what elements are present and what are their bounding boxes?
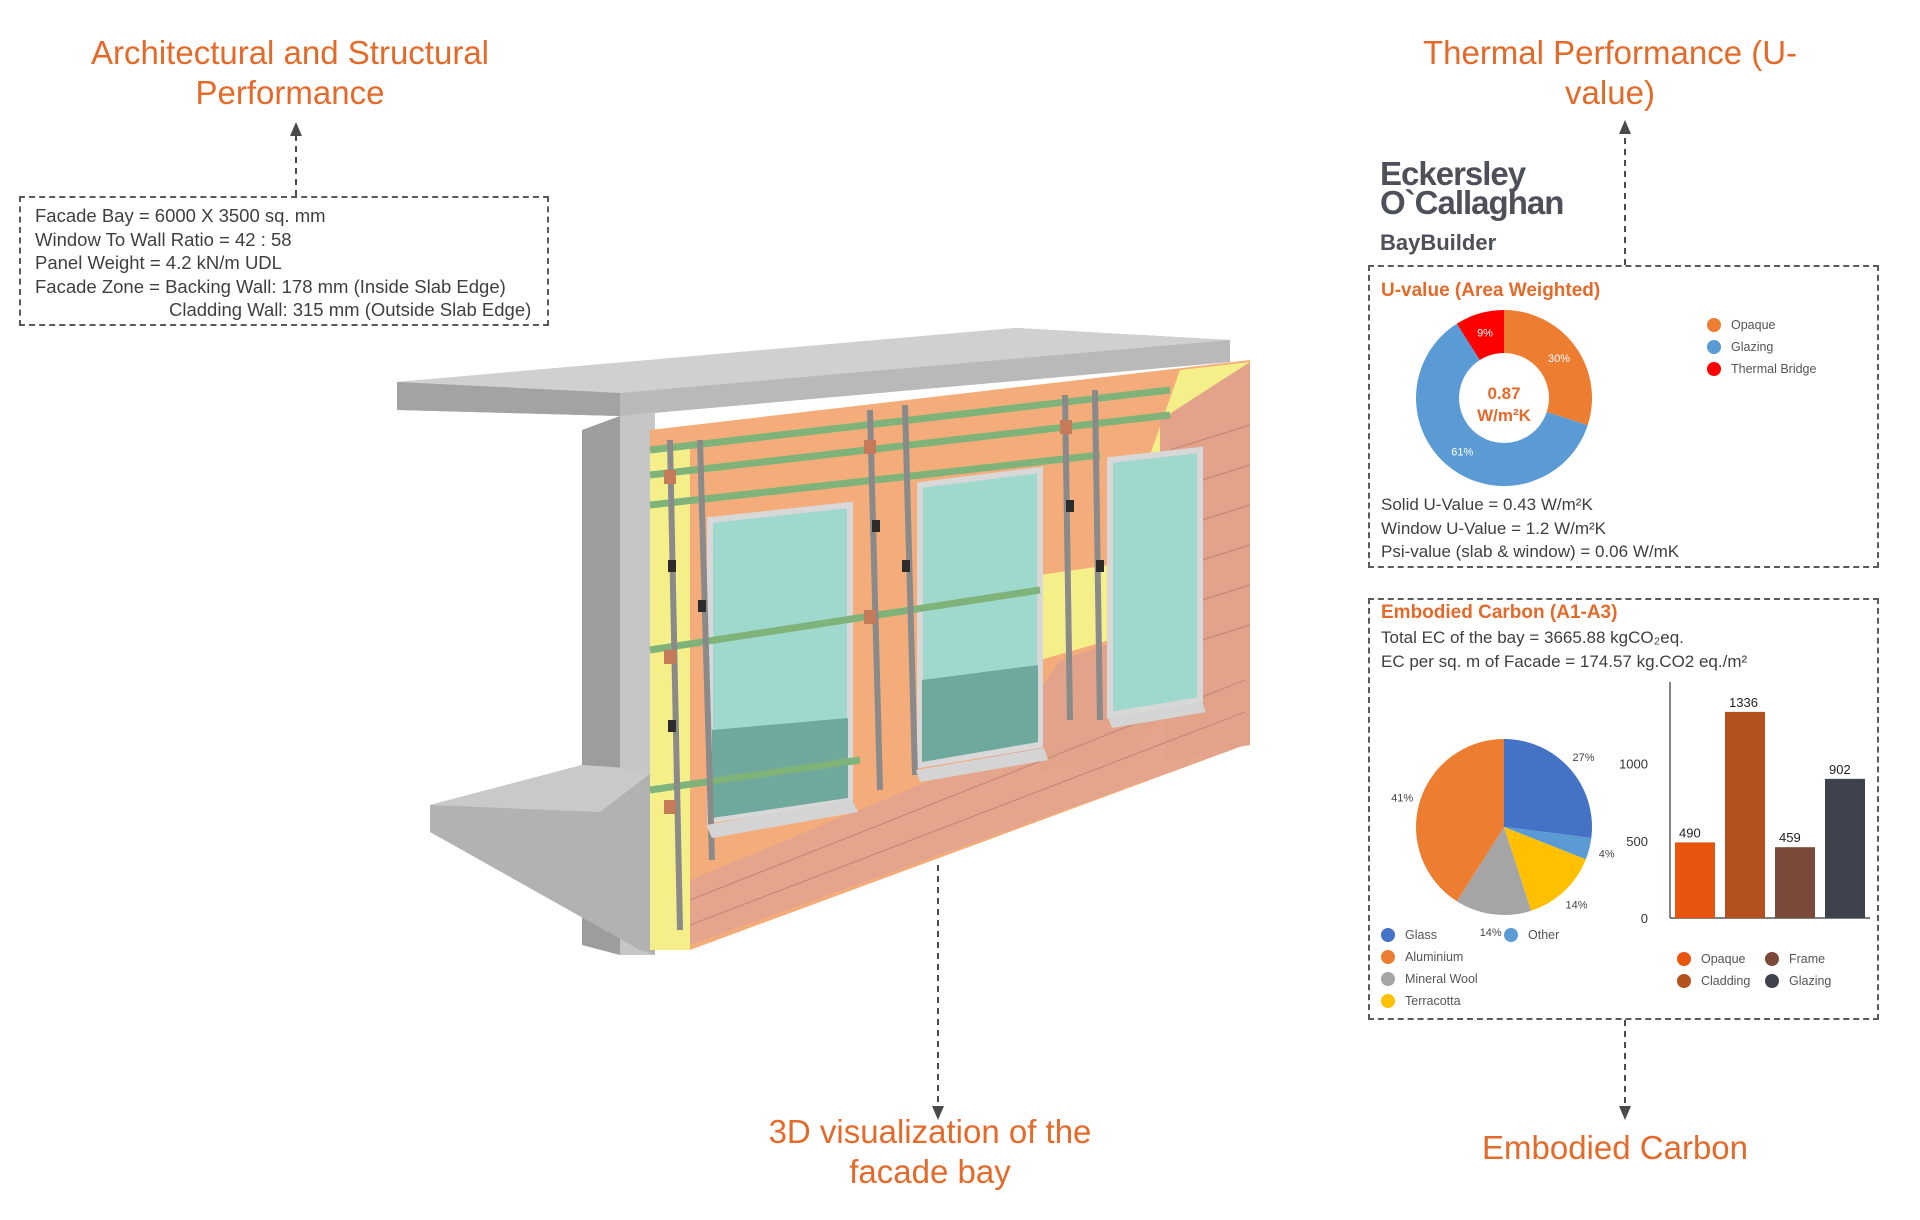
donut-slice-glazing — [1416, 323, 1588, 486]
psi-value-line: Psi-value (slab & window) = 0.06 W/mK — [1381, 542, 1680, 561]
donut-slice-thermal-bridge — [1456, 310, 1504, 361]
bar-frame — [1775, 847, 1815, 918]
down-arrow-embodied — [1619, 1106, 1631, 1120]
pie-slice-glass — [1504, 739, 1592, 839]
ec-per-sqm-line: EC per sq. m of Facade = 174.57 kg.CO2 e… — [1381, 652, 1748, 671]
legend-aluminium: Aluminium — [1381, 950, 1463, 964]
bar-cladding — [1725, 711, 1765, 918]
legend-dot-other — [1504, 928, 1518, 942]
bar-ytick-label: 0 — [1641, 911, 1648, 926]
visualization-heading: 3D visualization of the facade bay — [768, 1113, 1092, 1190]
legend-dot-glass — [1381, 928, 1395, 942]
pie-slice-mineral-wool — [1456, 827, 1532, 915]
donut-label-glazing: 61% — [1451, 447, 1473, 459]
legend-dot-bar-glazing — [1765, 974, 1779, 988]
legend-dot-terracotta — [1381, 994, 1395, 1008]
total-ec-line: Total EC of the bay = 3665.88 kgCO₂eq. — [1381, 628, 1684, 647]
uvalue-box: U-value (Area Weighted) 30% 61% 9% 0.87 W/… — [1368, 265, 1879, 568]
bar-glazing — [1825, 778, 1865, 918]
eckersley-logo: Eckersley O`Callaghan BayBuilder — [1380, 155, 1600, 256]
donut-label-opaque: 30% — [1548, 353, 1570, 365]
ec-bar-chart: 0 500 1000 490 1336 459 902 — [1619, 682, 1870, 926]
legend-other: Other — [1504, 928, 1559, 942]
legend-dot-aluminium — [1381, 950, 1395, 964]
legend-dot-thermal-bridge — [1707, 362, 1721, 376]
material-pie-chart: 27% 4% 14% 14% 41% — [1391, 739, 1615, 939]
embodied-heading: Embodied Carbon — [1482, 1129, 1748, 1166]
legend-dot-opaque — [1707, 318, 1721, 332]
legend-bar-cladding: Cladding — [1677, 974, 1750, 988]
pie-label-other: 4% — [1599, 848, 1615, 860]
bar-value-label-frame: 459 — [1779, 830, 1801, 845]
pie-slice-aluminium — [1416, 739, 1504, 902]
window-uvalue-line: Window U-Value = 1.2 W/m²K — [1381, 518, 1607, 538]
legend-thermal-bridge: Thermal Bridge — [1707, 362, 1816, 376]
pie-label-terracotta: 14% — [1566, 899, 1588, 911]
legend-bar-frame: Frame — [1765, 952, 1825, 966]
legend-terracotta: Terracotta — [1381, 994, 1461, 1008]
pie-label-aluminium: 41% — [1391, 792, 1413, 804]
legend-dot-bar-frame — [1765, 952, 1779, 966]
uvalue-title: U-value (Area Weighted) — [1381, 280, 1601, 301]
legend-dot-bar-cladding — [1677, 974, 1691, 988]
legend-glass: Glass — [1381, 928, 1437, 942]
pie-label-mineral-wool: 14% — [1480, 927, 1502, 939]
pie-slice-terracotta — [1504, 827, 1586, 911]
donut-center-unit: W/m²K — [1477, 406, 1532, 425]
bar-value-label-opaque: 490 — [1679, 825, 1701, 840]
legend-dot-mineral-wool — [1381, 972, 1395, 986]
pie-slice-other — [1504, 827, 1592, 860]
logo-line-2: O`Callaghan — [1380, 184, 1564, 221]
bottom-slab — [430, 765, 655, 955]
embodied-carbon-box: Embodied Carbon (A1-A3) Total EC of the … — [1368, 598, 1879, 1020]
uvalue-donut-chart: 30% 61% 9% 0.87 W/m²K — [1416, 310, 1592, 486]
legend-bar-opaque: Opaque — [1677, 952, 1745, 966]
architectural-info-box: Facade Bay = 6000 X 3500 sq. mm Window T… — [19, 196, 549, 326]
legend-bar-glazing: Glazing — [1765, 974, 1831, 988]
down-arrow-visual — [932, 1106, 944, 1120]
facade-zone-line: Facade Zone = Backing Wall: 178 mm (Insi… — [35, 275, 506, 297]
cladding-wall-line: Cladding Wall: 315 mm (Outside Slab Edge… — [169, 299, 532, 320]
legend-opaque: Opaque — [1707, 318, 1775, 332]
bar-value-label-glazing: 902 — [1829, 762, 1851, 777]
logo-line-1: Eckersley — [1380, 155, 1526, 192]
legend-mineral-wool: Mineral Wool — [1381, 972, 1478, 986]
facade-bay-line: Facade Bay = 6000 X 3500 sq. mm — [35, 205, 326, 226]
panel-weight-line: Panel Weight = 4.2 kN/m UDL — [35, 252, 282, 273]
donut-slice-opaque — [1504, 310, 1592, 426]
wwr-line: Window To Wall Ratio = 42 : 58 — [35, 228, 292, 250]
up-arrow-arch — [290, 122, 302, 136]
solid-uvalue-line: Solid U-Value = 0.43 W/m²K — [1381, 495, 1593, 514]
up-arrow-thermal — [1619, 120, 1631, 134]
bar-value-label-cladding: 1336 — [1729, 695, 1758, 710]
pie-label-glass: 27% — [1572, 752, 1594, 764]
architectural-heading: Architectural and Structural Performance — [90, 34, 489, 111]
donut-label-thermal-bridge: 9% — [1477, 328, 1493, 340]
bar-ytick-label: 500 — [1626, 834, 1648, 849]
bar-ytick-label: 1000 — [1619, 757, 1648, 772]
bar-opaque — [1675, 842, 1715, 918]
legend-glazing: Glazing — [1707, 340, 1773, 354]
thermal-heading: Thermal Performance (U-value) — [1422, 34, 1798, 111]
legend-dot-glazing — [1707, 340, 1721, 354]
facade-bay-3d-illustration — [397, 328, 1251, 955]
donut-center-value: 0.87 — [1487, 384, 1520, 403]
legend-dot-bar-opaque — [1677, 952, 1691, 966]
embodied-title: Embodied Carbon (A1-A3) — [1381, 602, 1618, 623]
product-name: BayBuilder — [1380, 230, 1497, 255]
window-3 — [1107, 446, 1203, 719]
